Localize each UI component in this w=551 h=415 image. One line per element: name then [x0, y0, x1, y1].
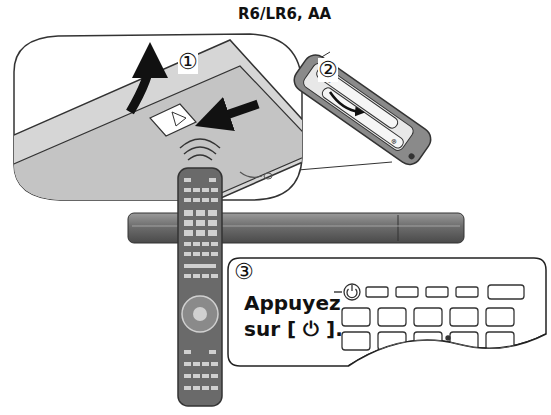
- callout-number: ②: [318, 58, 338, 82]
- insert-arrow: [330, 92, 360, 112]
- callout-number: ①: [178, 50, 198, 74]
- instruction-text: Appuyez sur [ ⏻ ].: [244, 290, 354, 342]
- svg-text:⊕: ⊕: [389, 137, 399, 147]
- step-number: ③: [234, 260, 254, 284]
- callout-bubble: ③ Appuyez sur [ ⏻ ].: [226, 256, 548, 370]
- battery-type-label: R6/LR6, AA: [238, 6, 331, 23]
- open-remote: ⊕ ⊕: [290, 50, 436, 169]
- remote-front: [178, 139, 222, 406]
